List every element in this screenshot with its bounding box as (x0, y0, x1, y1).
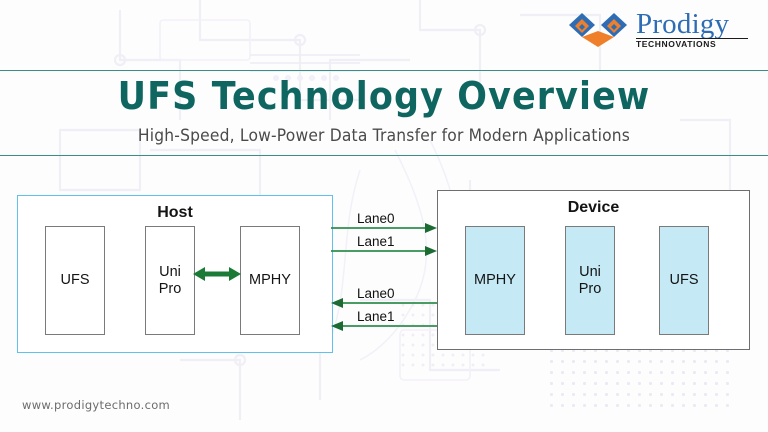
lane-label-2: Lane0 (357, 286, 395, 301)
company-logo: Prodigy TECHNOVATIONS (567, 8, 748, 49)
device-title: Device (567, 199, 620, 216)
lane-label-3: Lane1 (357, 309, 395, 324)
host-unit-mphy-label: MPHY (249, 272, 291, 289)
logo-company-name: Prodigy (636, 8, 730, 41)
footer-website[interactable]: www.prodigytechno.com (22, 398, 171, 412)
host-unit-unipro-label-line1: Uni (159, 264, 181, 281)
divider-top (0, 70, 768, 72)
divider-bottom (0, 155, 768, 157)
device-unit-mphy: MPHY (465, 226, 525, 335)
lane-label-1: Lane1 (357, 234, 395, 249)
device-unit-ufs-label: UFS (669, 272, 699, 289)
host-unit-ufs: UFS (45, 226, 105, 335)
prodigy-logo-mark (569, 13, 627, 47)
logo-wordmark: Prodigy TECHNOVATIONS (636, 8, 748, 49)
page-title: UFS Technology Overview (117, 74, 651, 118)
page-subtitle: High-Speed, Low-Power Data Transfer for … (137, 126, 631, 145)
host-unit-unipro-label-line2: Pro (158, 280, 182, 297)
device-unit-ufs: UFS (659, 226, 709, 335)
device-unit-unipro-label-line2: Pro (578, 280, 602, 297)
host-title: Host (157, 204, 193, 221)
host-unit-ufs-label: UFS (60, 272, 90, 289)
host-unit-mphy: MPHY (240, 226, 300, 335)
host-internal-double-arrow-icon (193, 267, 241, 281)
device-unit-unipro-label-line1: Uni (579, 264, 601, 281)
device-unit-mphy-label: MPHY (474, 272, 516, 289)
device-unit-unipro: Uni Pro (565, 226, 615, 335)
logo-tagline: TECHNOVATIONS (636, 38, 748, 49)
lane-label-0: Lane0 (357, 211, 395, 226)
host-unit-unipro: Uni Pro (145, 226, 195, 335)
